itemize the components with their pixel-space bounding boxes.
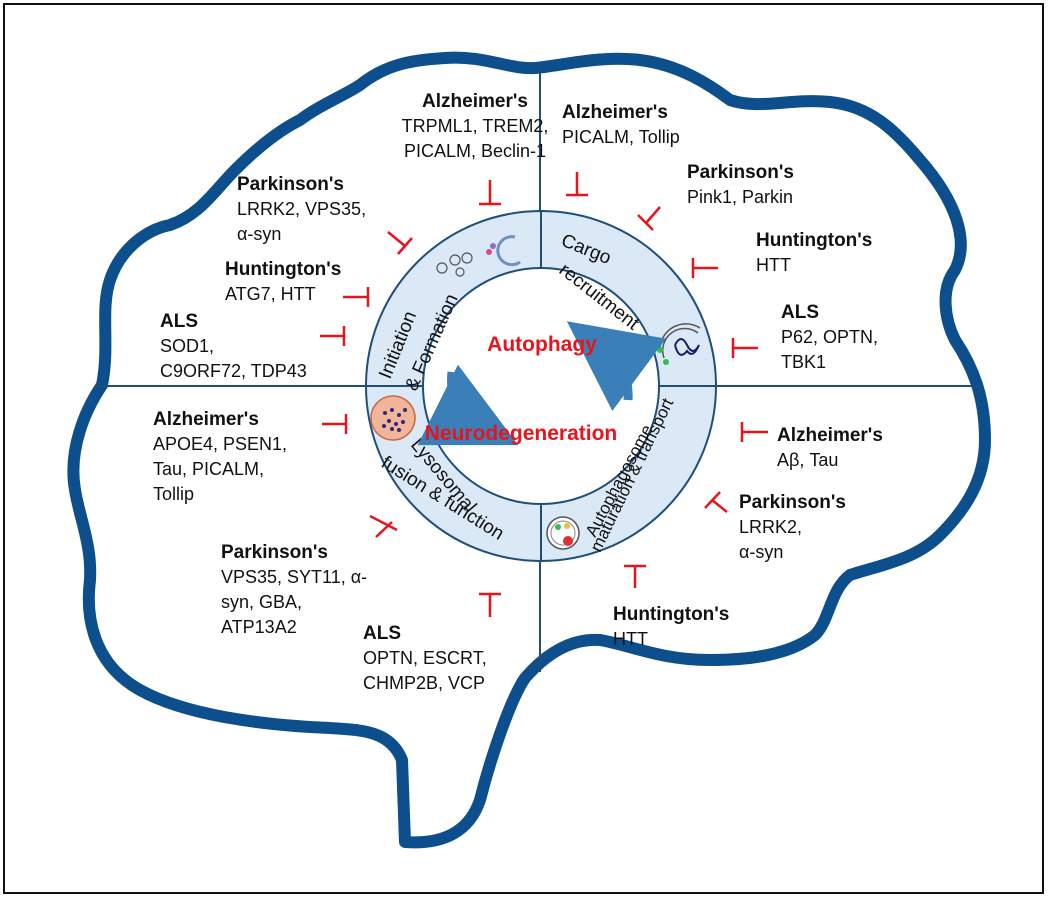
group-left-als-title: ALS	[160, 311, 198, 332]
lysosome-icon	[370, 395, 416, 441]
figure-frame	[3, 3, 1044, 894]
brain-outline	[67, 51, 991, 849]
group-lowleft-alz-title: Alzheimer's	[153, 409, 259, 430]
group-right-als-genes-line: P62, OPTN,	[781, 327, 878, 347]
group-lowleft-alz-genes-line: Tollip	[153, 484, 194, 504]
inhibitor-left-hunt	[343, 287, 370, 307]
group-left-hunt-title: Huntington's	[225, 259, 341, 280]
group-lowleft-park-genes-line: ATP13A2	[221, 617, 297, 637]
group-top-alz-title: Alzheimer's	[422, 91, 528, 112]
inhibitor-left-als	[320, 326, 346, 346]
group-lowright-park-genes-line: α-syn	[739, 542, 783, 562]
group-lowleft-alz-genes-line: APOE4, PSEN1,	[153, 434, 287, 454]
group-right-hunt-title: Huntington's	[756, 230, 872, 251]
center-neurodegeneration-label: Neurodegeneration	[425, 422, 618, 445]
inhibitor-bottom-als	[479, 592, 501, 617]
group-lowright-hunt-genes-line: HTT	[613, 629, 648, 649]
inhibitor-top-alz	[479, 180, 501, 206]
group-left-als-genes-line: C9ORF72, TDP43	[160, 361, 307, 381]
group-right-als-title: ALS	[781, 302, 819, 323]
group-topright-alz-title: Alzheimer's	[562, 102, 668, 123]
group-right-park-title: Parkinson's	[687, 162, 794, 183]
inhibitor-topright-alz	[566, 172, 588, 197]
autolysosome-icon	[546, 516, 580, 550]
group-lowleft-alz-genes-line: Tau, PICALM,	[153, 459, 264, 479]
inhibitor-right-hunt	[691, 258, 718, 278]
group-lowleft-park-title: Parkinson's	[221, 542, 328, 563]
group-top-alz-genes-line: TRPML1, TREM2,	[402, 116, 549, 136]
inhibitor-lowleft-park	[369, 514, 398, 538]
group-lowright-park-genes-line: LRRK2,	[739, 517, 802, 537]
phagophore-icon	[436, 235, 521, 277]
arrow-autophagy-to-neurodegeneration	[417, 364, 519, 446]
group-lowleft-park-genes-line: VPS35, SYT11, α-	[221, 567, 367, 587]
group-right-hunt-genes-line: HTT	[756, 255, 791, 275]
group-left-hunt-genes-line: ATG7, HTT	[225, 284, 316, 304]
group-lowright-alz-genes-line: Aβ, Tau	[777, 450, 838, 470]
group-lowright-alz-title: Alzheimer's	[777, 425, 883, 446]
group-right-als-genes-line: TBK1	[781, 352, 826, 372]
group-right-park-genes-line: Pink1, Parkin	[687, 187, 793, 207]
group-lowright-park-title: Parkinson's	[739, 492, 846, 513]
group-bottom-als-genes-line: OPTN, ESCRT,	[363, 648, 487, 668]
center-autophagy-label: Autophagy	[487, 333, 597, 356]
inhibitor-lowleft-alz	[322, 414, 348, 434]
inhibitor-left-park	[387, 231, 413, 255]
inhibitor-lowright-alz	[740, 422, 768, 442]
group-topright-alz-genes-line: PICALM, Tollip	[562, 127, 680, 147]
inhibitor-lowright-park	[704, 491, 728, 513]
group-bottom-als-title: ALS	[363, 623, 401, 644]
group-left-park-genes-line: LRRK2, VPS35,	[237, 199, 366, 219]
group-lowleft-park-genes-line: syn, GBA,	[221, 592, 302, 612]
group-lowright-hunt-title: Huntington's	[613, 604, 729, 625]
group-left-park-title: Parkinson's	[237, 174, 344, 195]
group-bottom-als-genes-line: CHMP2B, VCP	[363, 673, 485, 693]
group-top-alz-genes-line: PICALM, Beclin-1	[404, 141, 546, 161]
inhibitor-right-park	[637, 206, 661, 231]
group-left-park-genes-line: α-syn	[237, 224, 281, 244]
inhibitor-lowright-hunt	[624, 564, 646, 588]
group-left-als-genes-line: SOD1,	[160, 336, 214, 356]
arrow-neurodegeneration-to-autophagy	[566, 321, 666, 411]
inhibitor-right-als	[731, 338, 758, 358]
